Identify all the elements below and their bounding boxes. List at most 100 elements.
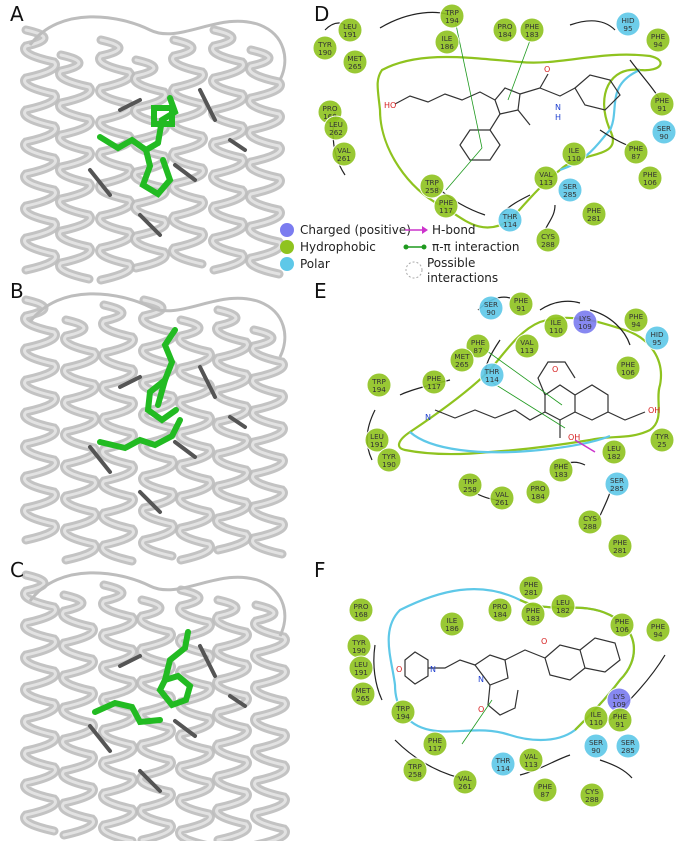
helix-highlight-0-6 xyxy=(248,48,282,276)
legend-possible-label-1: Possible xyxy=(427,256,475,270)
panel-D-pipi-lines xyxy=(445,19,533,191)
legend: Charged (positive) Hydrophobic Polar H-b… xyxy=(280,223,520,285)
residue-number: 91 xyxy=(615,720,624,729)
residue-number: 182 xyxy=(607,452,621,461)
residue-name: HID xyxy=(650,330,664,339)
residue-number: 87 xyxy=(540,790,549,799)
helix-highlight-0-4 xyxy=(171,38,205,266)
residue-number: 110 xyxy=(549,326,563,335)
helix-highlight-1-1 xyxy=(63,318,97,562)
residue-number: 110 xyxy=(567,154,581,163)
residue-number: 90 xyxy=(659,132,669,141)
legend-polar-swatch xyxy=(280,257,294,271)
residue-name: PHE xyxy=(554,462,569,471)
residue-name: TRP xyxy=(462,477,477,486)
panel-E-pipi-lines xyxy=(479,345,566,429)
residue-number: 261 xyxy=(337,154,351,163)
residue-number: 87 xyxy=(631,152,640,161)
residue-name: PHE xyxy=(428,736,443,745)
residue-name: LYS xyxy=(613,692,625,701)
residue-name: VAL xyxy=(458,774,471,783)
residue-number: 168 xyxy=(323,112,337,121)
residue-name: LEU xyxy=(343,22,357,31)
panel-label-D: D xyxy=(314,2,329,26)
helix-highlight-0-2 xyxy=(98,38,132,282)
sidechain-1-3 xyxy=(173,440,197,459)
residue-number: 94 xyxy=(653,40,663,49)
residue-name: CYS xyxy=(585,787,599,796)
panel-E-atom-oh-1: OH xyxy=(648,406,660,415)
panel-label-F: F xyxy=(314,558,326,582)
legend-hydrophobic-swatch xyxy=(280,240,294,254)
residue-name: PHE xyxy=(651,32,666,41)
residue-name: PHE xyxy=(427,374,442,383)
residue-name: THR xyxy=(502,212,518,221)
residue-number: 110 xyxy=(589,718,603,727)
residue-name: TRP xyxy=(371,377,386,386)
residue-name: PHE xyxy=(629,312,644,321)
residue-name: LEU xyxy=(556,598,570,607)
sidechain-2-4 xyxy=(228,694,247,708)
helix-highlight-0-0 xyxy=(23,28,57,272)
residue-number: 191 xyxy=(370,440,384,449)
panel-B-ligand xyxy=(97,327,183,452)
residue-number: 190 xyxy=(352,646,366,655)
residue-number: 265 xyxy=(455,360,469,369)
residue-number: 91 xyxy=(516,304,525,313)
panel-label-C: C xyxy=(10,558,24,582)
residue-name: MET xyxy=(347,54,363,63)
residue-number: 109 xyxy=(578,322,592,331)
panel-F-residues: PHE281PRO184LEU182PHE183ILE186PRO168TYR1… xyxy=(346,575,671,808)
loop-0 xyxy=(28,15,287,81)
residue-number: 183 xyxy=(554,470,568,479)
residue-name: PHE xyxy=(629,144,644,153)
residue-number: 183 xyxy=(526,614,540,623)
residue-name: PHE xyxy=(514,296,529,305)
residue-number: 117 xyxy=(428,744,442,753)
residue-number: 183 xyxy=(525,30,539,39)
residue-number: 182 xyxy=(556,606,570,615)
residue-name: ILE xyxy=(569,146,580,155)
residue-name: ILE xyxy=(447,616,458,625)
residue-number: 168 xyxy=(354,610,368,619)
panel-label-A: A xyxy=(10,2,24,26)
residue-name: SER xyxy=(621,738,635,747)
residue-number: 194 xyxy=(445,16,459,25)
residue-name: SER xyxy=(563,182,577,191)
residue-name: PHE xyxy=(524,580,539,589)
sidechain-0-0 xyxy=(118,98,142,112)
residue-number: 95 xyxy=(652,338,661,347)
residue-name: VAL xyxy=(524,752,537,761)
residue-name: THR xyxy=(495,756,511,765)
residue-number: 194 xyxy=(372,385,386,394)
